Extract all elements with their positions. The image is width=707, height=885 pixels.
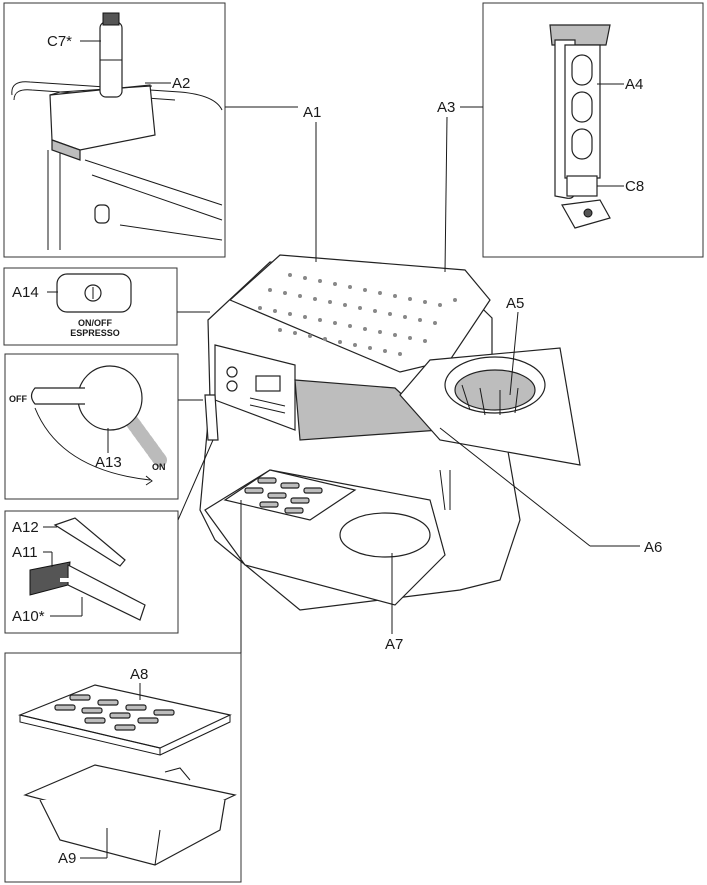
control-button-2 bbox=[226, 380, 238, 392]
label-c7: C7* bbox=[47, 33, 72, 50]
drip-tray-drawing bbox=[18, 684, 237, 866]
cup-base bbox=[339, 512, 431, 558]
knob-on: ON bbox=[152, 462, 166, 472]
steam-knob-drawing bbox=[30, 365, 167, 486]
espresso-machine bbox=[199, 254, 581, 611]
label-a2: A2 bbox=[172, 75, 190, 92]
knob-off: OFF bbox=[9, 394, 27, 404]
label-a1: A1 bbox=[303, 104, 321, 121]
label-c8: C8 bbox=[625, 178, 644, 195]
switch-line1: ON/OFF bbox=[78, 318, 112, 328]
control-button-1 bbox=[226, 366, 238, 378]
label-a3: A3 bbox=[437, 99, 455, 116]
display bbox=[255, 375, 281, 392]
label-a7: A7 bbox=[385, 636, 403, 653]
label-a12: A12 bbox=[12, 519, 39, 536]
label-a5: A5 bbox=[506, 295, 524, 312]
water-tank-drawing bbox=[11, 12, 223, 250]
label-a13: A13 bbox=[95, 454, 122, 471]
cappuccino-device-drawing bbox=[29, 517, 146, 621]
label-a14: A14 bbox=[12, 284, 39, 301]
control-panel bbox=[214, 344, 296, 431]
label-a6: A6 bbox=[644, 539, 662, 556]
label-a11: A11 bbox=[12, 544, 38, 561]
label-a10: A10* bbox=[12, 608, 45, 625]
switch-line2: ESPRESSO bbox=[70, 328, 120, 338]
label-a9: A9 bbox=[58, 850, 76, 867]
label-a8: A8 bbox=[130, 666, 148, 683]
label-a4: A4 bbox=[625, 76, 643, 93]
filter-holder-drawing bbox=[549, 24, 611, 229]
